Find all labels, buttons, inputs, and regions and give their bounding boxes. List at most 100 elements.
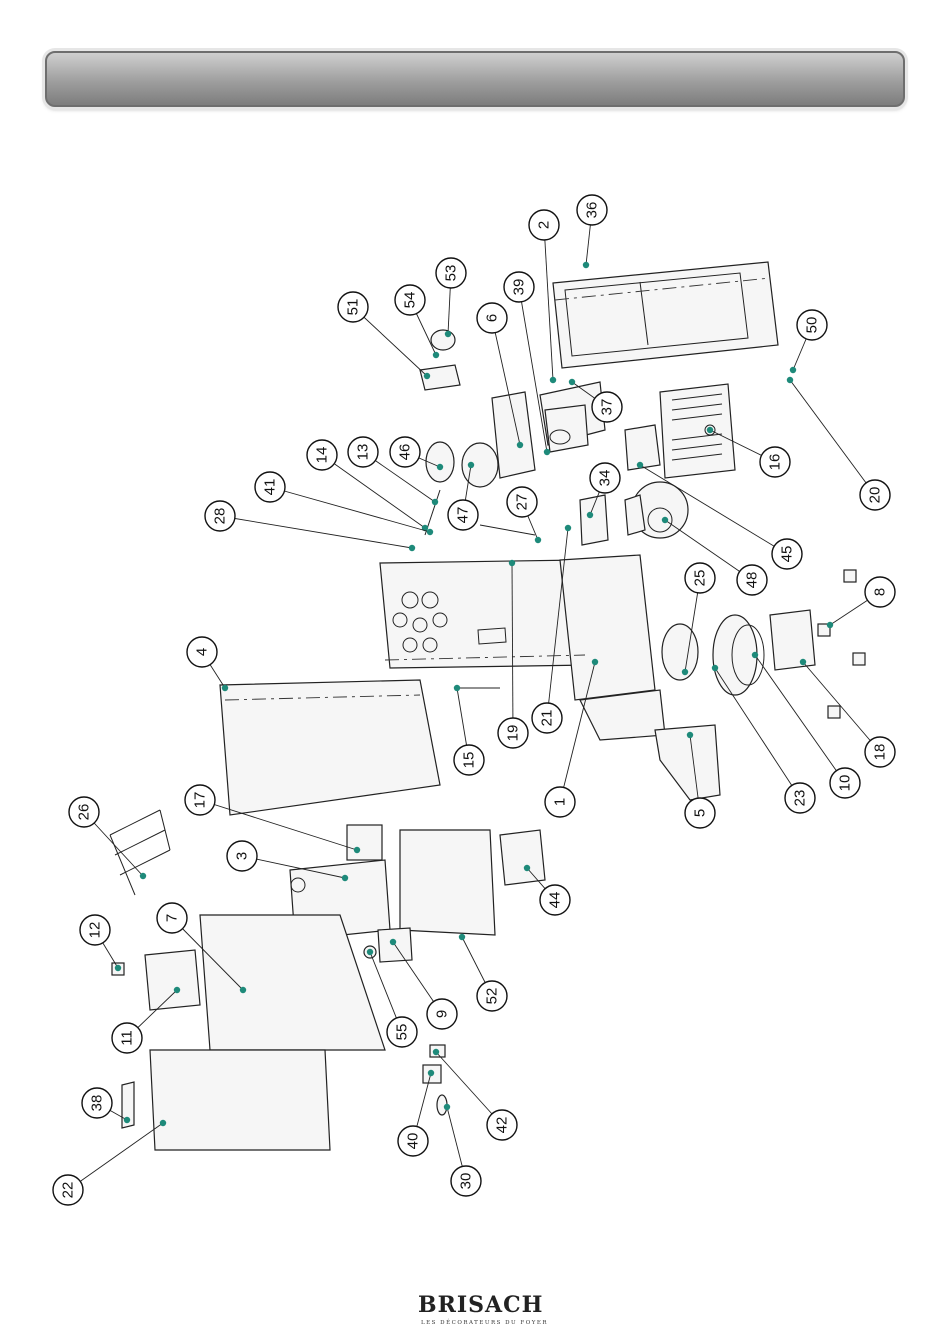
callout-target-dot <box>240 987 246 993</box>
callout-target-dot <box>432 499 438 505</box>
callout-number: 30 <box>458 1173 475 1190</box>
callout-number: 54 <box>402 292 419 309</box>
callout-number: 34 <box>597 470 614 487</box>
callout-52: 52 <box>459 934 507 1011</box>
callout-41: 41 <box>255 472 433 535</box>
callout-target-dot <box>637 462 643 468</box>
callout-number: 46 <box>397 444 414 461</box>
callout-26: 26 <box>69 797 146 879</box>
callout-11: 11 <box>112 987 180 1053</box>
callout-target-dot <box>459 934 465 940</box>
leader-line <box>755 655 845 783</box>
callout-target-dot <box>712 665 718 671</box>
callout-number: 12 <box>87 922 104 939</box>
callout-23: 23 <box>712 665 815 813</box>
callout-number: 51 <box>345 299 362 316</box>
callout-target-dot <box>367 949 373 955</box>
callout-number: 10 <box>837 775 854 792</box>
callout-number: 53 <box>443 265 460 282</box>
leader-line <box>715 668 800 798</box>
callout-target-dot <box>160 1120 166 1126</box>
callout-number: 23 <box>792 790 809 807</box>
callout-number: 41 <box>262 479 279 496</box>
callout-target-dot <box>444 1104 450 1110</box>
leader-line <box>270 487 430 532</box>
callout-number: 39 <box>511 279 528 296</box>
callout-target-dot <box>517 442 523 448</box>
callout-number: 42 <box>494 1117 511 1134</box>
callout-target-dot <box>535 537 541 543</box>
callout-target-dot <box>587 512 593 518</box>
callout-number: 52 <box>484 988 501 1005</box>
callout-number: 45 <box>779 546 796 563</box>
callout-target-dot <box>468 462 474 468</box>
callout-number: 5 <box>692 809 709 817</box>
callout-number: 4 <box>194 648 211 656</box>
callout-44: 44 <box>524 865 570 915</box>
callout-8: 8 <box>827 577 895 628</box>
callout-target-dot <box>424 373 430 379</box>
callout-number: 40 <box>405 1133 422 1150</box>
callout-target-dot <box>687 732 693 738</box>
callout-15: 15 <box>454 685 484 775</box>
callout-number: 11 <box>119 1030 136 1046</box>
leader-line <box>68 1123 163 1190</box>
callout-number: 3 <box>234 852 251 860</box>
callout-number: 38 <box>89 1095 106 1112</box>
callout-target-dot <box>342 875 348 881</box>
callout-10: 10 <box>752 652 860 798</box>
leader-line <box>544 225 553 380</box>
callout-number: 9 <box>434 1010 451 1018</box>
callout-target-dot <box>787 377 793 383</box>
callout-54: 54 <box>395 285 439 358</box>
callout-number: 8 <box>872 588 889 596</box>
callout-18: 18 <box>800 659 895 767</box>
callout-number: 44 <box>547 892 564 909</box>
callout-12: 12 <box>80 915 121 971</box>
callout-target-dot <box>454 685 460 691</box>
callout-target-dot <box>524 865 530 871</box>
callout-target-dot <box>550 377 556 383</box>
callout-number: 14 <box>314 447 331 464</box>
callout-42: 42 <box>433 1049 517 1140</box>
leader-line <box>220 516 412 548</box>
callout-target-dot <box>662 517 668 523</box>
brand-name: BRISACH <box>418 1292 543 1318</box>
callout-number: 47 <box>455 507 472 524</box>
callout-target-dot <box>752 652 758 658</box>
callout-number: 15 <box>461 752 478 769</box>
callout-number: 55 <box>394 1024 411 1041</box>
parts-drawing <box>110 262 865 1150</box>
callout-number: 27 <box>514 494 531 511</box>
callout-28: 28 <box>205 501 415 551</box>
callout-target-dot <box>140 873 146 879</box>
callout-27: 27 <box>507 487 541 543</box>
callout-target-dot <box>437 464 443 470</box>
callout-target-dot <box>800 659 806 665</box>
callout-number: 18 <box>872 744 889 761</box>
callout-target-dot <box>445 331 451 337</box>
callout-target-dot <box>354 847 360 853</box>
callout-target-dot <box>707 427 713 433</box>
callout-number: 17 <box>192 792 209 809</box>
callout-number: 28 <box>212 508 229 525</box>
callout-target-dot <box>827 622 833 628</box>
callout-1: 1 <box>545 659 598 817</box>
callout-number: 20 <box>867 487 884 504</box>
callout-target-dot <box>569 379 575 385</box>
callout-36: 36 <box>577 195 607 268</box>
callout-22: 22 <box>53 1120 166 1205</box>
callout-number: 26 <box>76 804 93 821</box>
callout-number: 13 <box>355 444 372 461</box>
leader-line <box>790 380 875 495</box>
callout-target-dot <box>174 987 180 993</box>
callout-target-dot <box>222 685 228 691</box>
callout-number: 21 <box>539 710 556 727</box>
callout-20: 20 <box>787 377 890 510</box>
callout-target-dot <box>433 1049 439 1055</box>
callout-number: 2 <box>536 221 553 229</box>
callout-target-dot <box>409 545 415 551</box>
callout-target-dot <box>390 939 396 945</box>
callout-30: 30 <box>444 1104 481 1196</box>
